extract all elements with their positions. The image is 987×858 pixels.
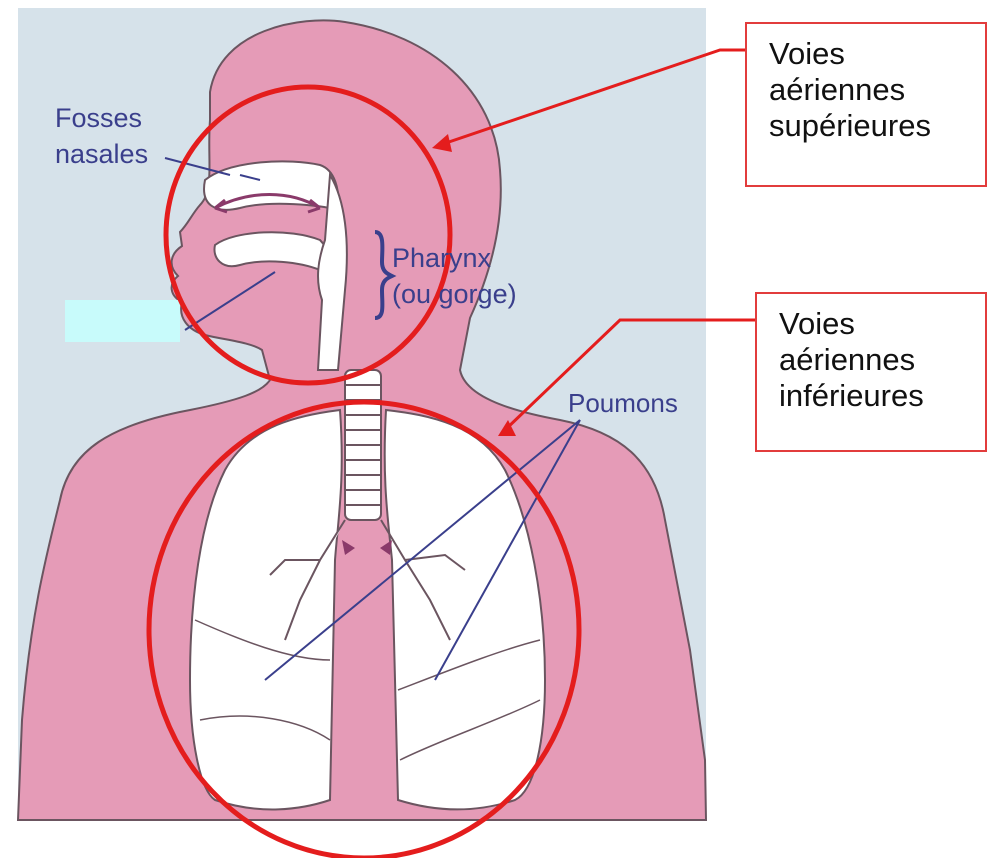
lower-callout-line3: inférieures xyxy=(779,378,985,414)
pharynx-label-line2: (ou gorge) xyxy=(392,276,517,312)
upper-callout-line2: aériennes xyxy=(769,72,985,108)
blank-label-box xyxy=(65,300,180,342)
upper-airways-callout: Voies aériennes supérieures xyxy=(745,22,987,187)
pharynx-label: Pharynx (ou gorge) xyxy=(392,240,517,312)
nasal-label-line1: Fosses xyxy=(55,100,148,136)
lower-callout-line2: aériennes xyxy=(779,342,985,378)
upper-callout-line3: supérieures xyxy=(769,108,985,144)
upper-callout-line1: Voies xyxy=(769,36,985,72)
nasal-label-line2: nasales xyxy=(55,136,148,172)
pharynx-label-line1: Pharynx xyxy=(392,240,517,276)
lower-airways-callout: Voies aériennes inférieures xyxy=(755,292,987,452)
lower-callout-line1: Voies xyxy=(779,306,985,342)
lungs-label: Poumons xyxy=(568,385,678,421)
nasal-label: Fosses nasales xyxy=(55,100,148,172)
